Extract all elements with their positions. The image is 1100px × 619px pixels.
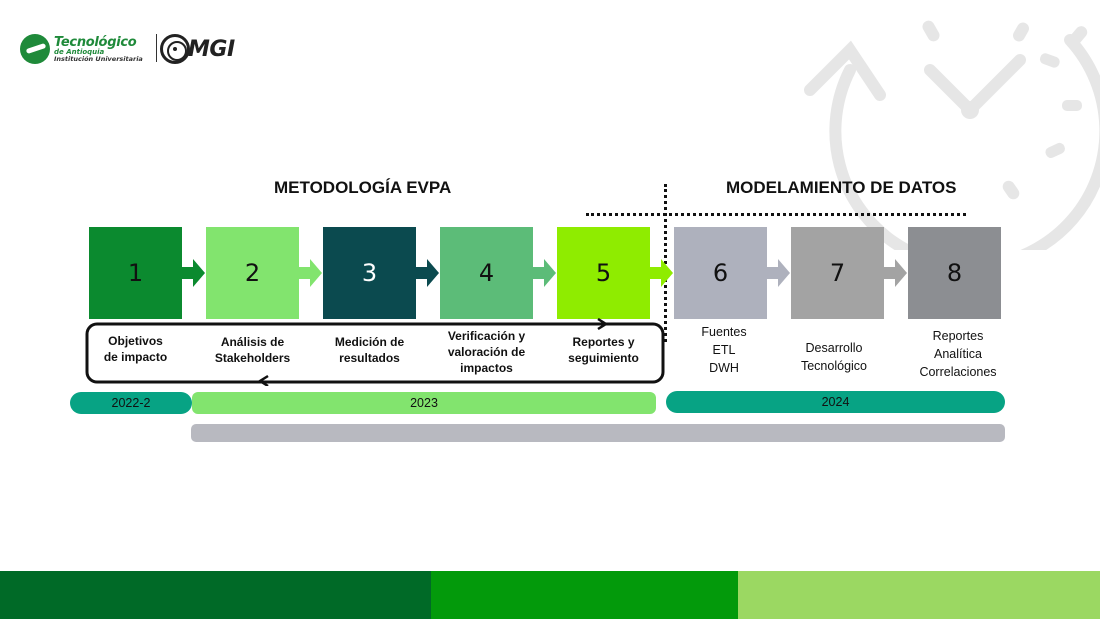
tecnologico-logo: Tecnológico de Antioquia Institución Uni… bbox=[20, 32, 155, 66]
step-label-2: Análisis de Stakeholders bbox=[214, 335, 291, 365]
step-label-1: Objetivos de impacto bbox=[103, 334, 168, 364]
step-box-7: 7 bbox=[791, 227, 884, 319]
step-number-5: 5 bbox=[595, 259, 612, 287]
arrow-right-icon bbox=[415, 259, 439, 287]
target-icon bbox=[160, 34, 190, 64]
step-box-8: 8 bbox=[908, 227, 1001, 319]
step-label-8: Reportes Analítica Correlaciones bbox=[919, 329, 997, 379]
step-box-5: 5 bbox=[557, 227, 650, 319]
step-label-6: Fuentes ETL DWH bbox=[701, 325, 747, 375]
step-number-7: 7 bbox=[829, 259, 846, 287]
timeline-gray-bar bbox=[191, 424, 1005, 442]
footer-stripe-mid bbox=[431, 571, 738, 619]
arrow-right-icon bbox=[649, 259, 673, 287]
arrow-right-icon bbox=[532, 259, 556, 287]
clock-watermark-icon bbox=[804, 20, 1100, 250]
step-label-7: Desarrollo Tecnológico bbox=[800, 341, 867, 373]
iteration-cycle-loop bbox=[85, 318, 665, 386]
mgi-logo-text: MGI bbox=[188, 36, 235, 62]
timeline-2023-label: 2023 bbox=[410, 396, 438, 410]
step-box-1: 1 bbox=[89, 227, 182, 319]
step-number-1: 1 bbox=[127, 259, 144, 287]
data-modeling-title: MODELAMIENTO DE DATOS bbox=[726, 178, 957, 197]
logo-institution-name: Tecnológico bbox=[54, 34, 137, 50]
arrow-right-icon bbox=[766, 259, 790, 287]
step-box-4: 4 bbox=[440, 227, 533, 319]
footer-stripe-dark bbox=[0, 571, 431, 619]
step-label-5: Reportes y seguimiento bbox=[568, 335, 639, 365]
vertical-dotted-divider bbox=[664, 184, 667, 342]
logo-institution-sub: de Antioquia bbox=[54, 47, 105, 56]
step-box-3: 3 bbox=[323, 227, 416, 319]
timeline-2022-2: 2022-2 bbox=[70, 392, 192, 414]
step-number-8: 8 bbox=[946, 259, 963, 287]
timeline-2024-label: 2024 bbox=[821, 395, 850, 409]
step-box-6: 6 bbox=[674, 227, 767, 319]
step-number-2: 2 bbox=[244, 259, 261, 287]
logo-divider bbox=[156, 34, 157, 62]
step-label-4: Verificación y valoración de impactos bbox=[447, 329, 526, 375]
tecnologico-emblem-icon bbox=[20, 34, 50, 64]
arrow-right-icon bbox=[181, 259, 205, 287]
step-number-6: 6 bbox=[712, 259, 729, 287]
mgi-logo: MGI bbox=[160, 32, 235, 66]
step-box-2: 2 bbox=[206, 227, 299, 319]
timeline-2022-2-label: 2022-2 bbox=[111, 396, 151, 410]
step-number-3: 3 bbox=[361, 259, 378, 287]
arrow-right-icon bbox=[883, 259, 907, 287]
step-label-3: Medición de resultados bbox=[334, 335, 405, 365]
logo-institution-tag: Institución Universitaria bbox=[54, 54, 143, 63]
methodology-title: METODOLOGÍA EVPA bbox=[274, 178, 452, 197]
step-number-4: 4 bbox=[478, 259, 495, 287]
arrow-right-icon bbox=[298, 259, 322, 287]
timeline-2023: 2023 bbox=[192, 392, 656, 414]
horizontal-dotted-divider bbox=[586, 213, 966, 216]
footer-stripe-light bbox=[738, 571, 1100, 619]
timeline-2024: 2024 bbox=[666, 391, 1005, 413]
